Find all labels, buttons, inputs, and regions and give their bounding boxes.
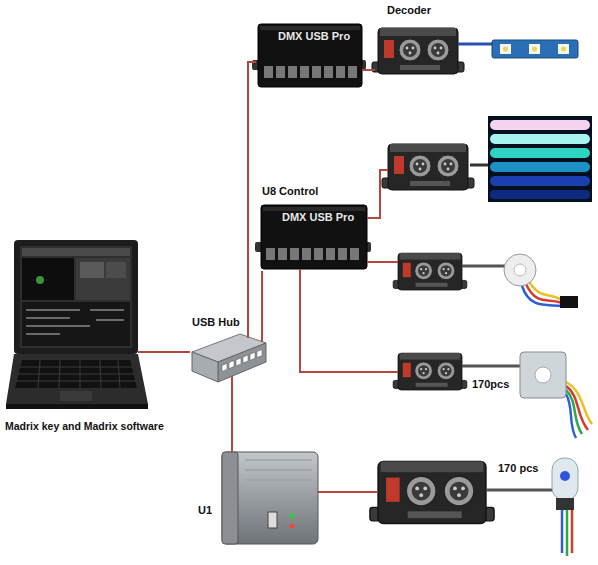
usb-hub-device — [192, 334, 266, 382]
device-name: USB Hub — [192, 316, 240, 329]
usb-hub: USB Hub — [190, 314, 268, 392]
led-bulb — [486, 458, 578, 556]
decoder-device — [370, 461, 494, 523]
laptop — [6, 240, 148, 409]
usb-cable — [261, 271, 263, 314]
usb-cable — [184, 351, 190, 353]
usb-cable — [362, 69, 375, 71]
dmx-interface-box — [222, 452, 318, 544]
device-name: Madrix key and Madrix software — [5, 420, 164, 432]
decoder-device — [382, 144, 474, 190]
dmx-wire — [138, 170, 398, 492]
led-pixel — [462, 352, 592, 438]
dmx-interface-device — [255, 205, 371, 269]
dmx-interface: DMX USB Pro — [256, 18, 362, 90]
dmx-interface-device — [252, 24, 366, 87]
led-pixel — [462, 254, 578, 308]
device-label: DMX USB Pro — [282, 211, 354, 224]
usb-cable — [248, 62, 256, 314]
dmx-interface: U1 — [195, 446, 323, 546]
quantity-label: 170 pcs — [498, 462, 538, 475]
device-name: U1 — [198, 504, 212, 517]
decoder: Decoder — [375, 2, 465, 94]
device-name: U8 Control — [262, 185, 318, 198]
decoder-device — [393, 353, 467, 390]
decoder-device — [372, 28, 464, 74]
led-tube — [470, 116, 592, 202]
decoder-device — [393, 253, 467, 290]
laptop: Madrix key and Madrix software — [4, 236, 184, 442]
usb-cable — [231, 392, 233, 446]
device-label: DMX USB Pro — [278, 30, 350, 43]
led-strip — [458, 40, 578, 58]
device-name: Decoder — [387, 4, 431, 17]
quantity-label: 170pcs — [472, 378, 509, 391]
dmx-interface: U8 ControlDMX USB Pro — [258, 183, 370, 271]
